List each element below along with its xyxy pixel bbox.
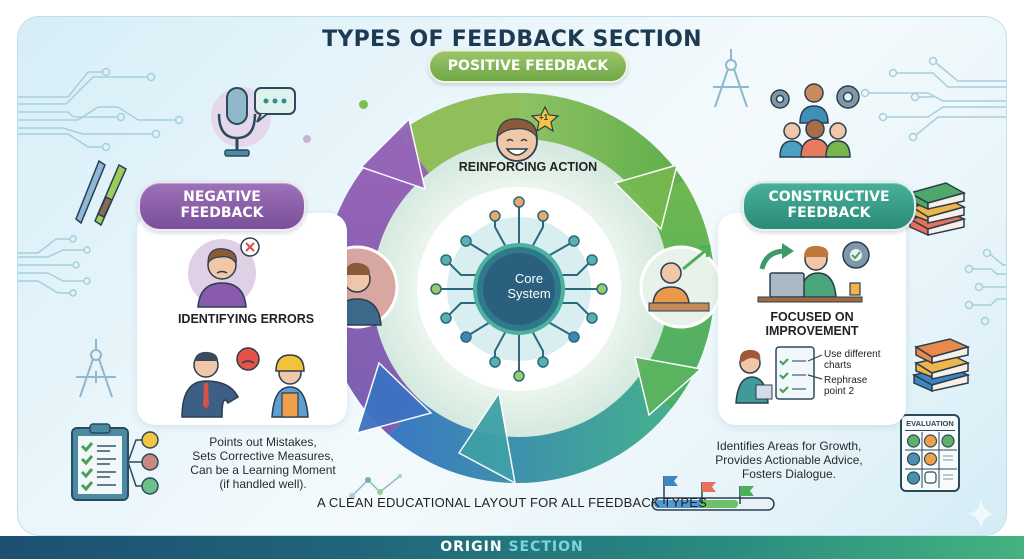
main-panel: EVALUATION TYPES OF FEEDBACK SECTION [17, 16, 1007, 536]
negative-desc-line: Points out Mistakes, [209, 435, 317, 449]
page-title: TYPES OF FEEDBACK SECTION [322, 27, 702, 52]
line-chart-icon [349, 474, 402, 499]
core-label-line1: Core [514, 271, 544, 286]
checklist-clipboard-icon [71, 423, 159, 501]
drafting-compass-icon [713, 49, 749, 108]
negative-desc-line: (if handled well). [219, 477, 307, 491]
feedback-cycle-ring [315, 92, 723, 485]
note-line: point 2 [824, 386, 855, 397]
progress-flags-icon [651, 476, 775, 511]
note-line: Use different [824, 349, 881, 360]
negative-pill-line1: NEGATIVE [183, 189, 261, 205]
person-with-checklist-icon [735, 346, 823, 404]
books-stack-icon [907, 182, 967, 237]
star-badge-label: +1 [539, 113, 549, 122]
constructive-pill-line1: CONSTRUCTIVE [768, 189, 890, 205]
decor-dot [359, 100, 368, 109]
constructive-desc-line: Fosters Dialogue. [741, 467, 837, 481]
brand-part2: SECTION [508, 539, 584, 555]
positive-caption: REINFORCING ACTION [458, 160, 598, 174]
constructive-caption: FOCUSED ON IMPROVEMENT [718, 310, 906, 338]
constructive-description: Identifies Areas for Growth, Provides Ac… [704, 439, 874, 481]
note-line: Rephrase [824, 375, 868, 386]
note-rephrase: Rephrase point 2 [824, 375, 867, 397]
negative-pill-line2: FEEDBACK [180, 205, 264, 222]
constructive-desc-line: Identifies Areas for Growth, [716, 439, 862, 453]
negative-feedback-pill: NEGATIVE FEEDBACK [138, 181, 306, 231]
circuit-lines-icon [18, 67, 184, 152]
circuit-lines-icon [964, 248, 1006, 326]
note-line: charts [824, 360, 852, 371]
pens-icon [75, 159, 127, 227]
constructive-caption-line2: IMPROVEMENT [765, 324, 859, 338]
negative-desc-line: Can be a Learning Moment [190, 463, 336, 477]
footer-brand-bar: ORIGIN SECTION [0, 536, 1024, 559]
constructive-pill-line2: FEEDBACK [787, 205, 871, 222]
drafting-compass-icon [76, 339, 116, 398]
evaluation-grid-icon [905, 432, 957, 488]
circuit-lines-icon [860, 56, 1006, 142]
note-use-charts: Use different charts [824, 349, 881, 371]
subtitle: A CLEAN EDUCATIONAL LAYOUT FOR ALL FEEDB… [316, 495, 708, 510]
decor-dot [303, 135, 311, 143]
person-at-laptop-icon [757, 241, 870, 303]
books-stack-icon [911, 338, 971, 393]
core-system-label: Core System [479, 271, 579, 301]
core-label-line2: System [507, 286, 551, 301]
microphone-icon [211, 87, 296, 157]
positive-feedback-pill: POSITIVE FEEDBACK [428, 49, 628, 83]
circuit-lines-icon [18, 235, 91, 297]
team-collaboration-icon [770, 83, 860, 158]
evaluation-title: EVALUATION [905, 419, 955, 431]
frowning-person-icon [188, 237, 260, 308]
sparkle-icon [968, 499, 994, 529]
negative-description: Points out Mistakes, Sets Corrective Mea… [178, 435, 348, 491]
constructive-caption-line1: FOCUSED ON [770, 310, 854, 324]
constructive-desc-line: Provides Actionable Advice, [715, 453, 863, 467]
negative-caption: IDENTIFYING ERRORS [177, 312, 315, 326]
constructive-feedback-pill: CONSTRUCTIVE FEEDBACK [742, 181, 916, 231]
manager-scolding-icon [181, 347, 309, 418]
evaluation-card: EVALUATION [900, 414, 960, 492]
brand-part1: ORIGIN [440, 539, 503, 555]
negative-desc-line: Sets Corrective Measures, [192, 449, 334, 463]
